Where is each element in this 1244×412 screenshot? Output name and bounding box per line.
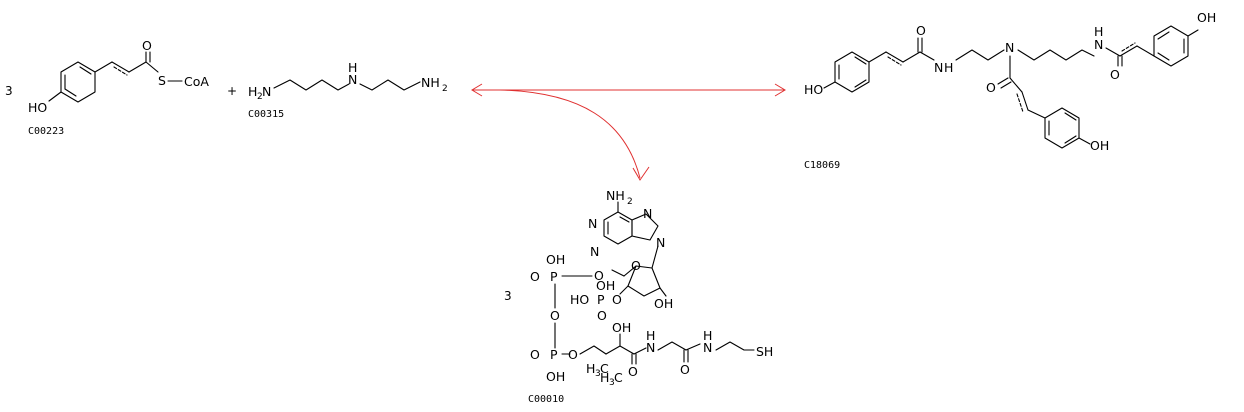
amine-mid-n: N [348,72,357,87]
ribose-o3: O [612,292,622,307]
carbonyl-o-right: O [1110,67,1120,82]
hydroxyl-label: HO [28,100,47,115]
amide-2-o: O [680,362,690,377]
benzene-ring-left [834,51,870,93]
ribose-o5: O [594,268,604,283]
reaction-arrow [471,83,786,181]
coa-label: CoA [184,74,209,89]
coproduct-coenzyme-a: 3 NH 2 N N N N O OH O P HO OH O O P OH O… [504,188,773,405]
carbonyl-o-bottom: O [986,80,996,95]
pantothenate-o: O [568,347,578,362]
stoich-coefficient-2: 3 [504,289,512,303]
amide-h-left: H [944,60,953,75]
benzene-ring-bottom [1044,107,1080,149]
compound-id-c00223: C00223 [28,126,64,137]
purine-n1: N [588,216,597,231]
purine-n7: N [643,206,652,221]
compound-id-c00010: C00010 [528,394,564,405]
phosphate-a-p: P [550,269,558,284]
amine-left-h: H [248,84,257,99]
hydroxyl-bottom: OH [1090,138,1109,153]
plus-sign: + [227,84,237,98]
chain-right [359,79,421,91]
amide-1-o: O [628,364,638,379]
benzene-ring-right [1153,25,1189,67]
methyl-c: C [614,370,623,385]
chain-right-product [1017,49,1095,61]
purine-n9: N [656,235,665,250]
chain-left-product [955,49,1005,61]
purine-5-ring [631,213,659,241]
compound-id-c18069: C18069 [804,160,840,171]
bridge-o: O [550,308,560,323]
sulfur-label: S [158,73,166,88]
amide-1-h: H [646,328,655,343]
phosphate-b-o: O [530,347,540,362]
amide-2-h: H [703,328,712,343]
phosphate-a-o: O [530,269,540,284]
pantetheine-chain-c [715,341,755,351]
stoich-coefficient-1: 3 [5,84,13,98]
methyl-h3c-sub: 3 [609,378,615,388]
benzene-ring [60,61,96,103]
amide-2-n: N [703,340,712,355]
chain-left [273,79,350,91]
methyl-h3c-2-sub: 3 [595,369,601,379]
phosphate-b-p: P [550,347,558,362]
phosphate-3-oh: OH [596,278,615,293]
thiol-sh: SH [756,344,773,359]
phosphate-3-ho: HO [570,292,589,307]
amine-nh: NH [606,188,625,203]
phosphate-3-o: O [597,308,607,323]
amine-left-n: N [262,84,271,99]
carbonyl-o-left: O [916,23,926,38]
pantetheine-chain-a [579,345,607,355]
compound-id-c00315: C00315 [248,109,284,120]
amide-h-right: H [1094,24,1103,39]
amide-n-left: N [934,60,943,75]
hydroxyl-right: OH [1197,10,1216,25]
amide-1-n: N [646,340,655,355]
phosphate-a-oh: OH [546,252,565,267]
methyl-h3c: H [600,370,609,385]
amine-nh-sub: 2 [627,197,633,207]
methyl-c-2: C [600,361,609,376]
amine-left-sub: 2 [257,92,263,102]
hydroxyl-left: HO [804,82,823,97]
ribose-oh: OH [654,296,673,311]
pantoate-oh: OH [612,320,631,335]
carbonyl-oxygen-label: O [142,38,152,53]
purine-n3: N [590,244,599,259]
product-tricoumaroyl-spermidine: HO O N H N N H O OH O [804,10,1216,171]
tertiary-n: N [1005,40,1014,55]
amine-mid-h: H [348,60,357,75]
amide-n-right: N [1094,37,1103,52]
substrate-spermidine: H 2 N N H NH 2 C00315 [248,60,448,120]
amine-right-sub: 2 [442,84,448,94]
ribose-ring [627,265,661,297]
pantetheine-chain-b [657,341,687,351]
phosphate-b-oh: OH [546,369,565,384]
amine-right-label: NH [421,75,440,90]
methyl-h3c-2: H [586,361,595,376]
phosphate-3-p: P [597,292,605,307]
substrate-coumaroyl-coa: 3 HO O S CoA C00223 [5,38,209,137]
